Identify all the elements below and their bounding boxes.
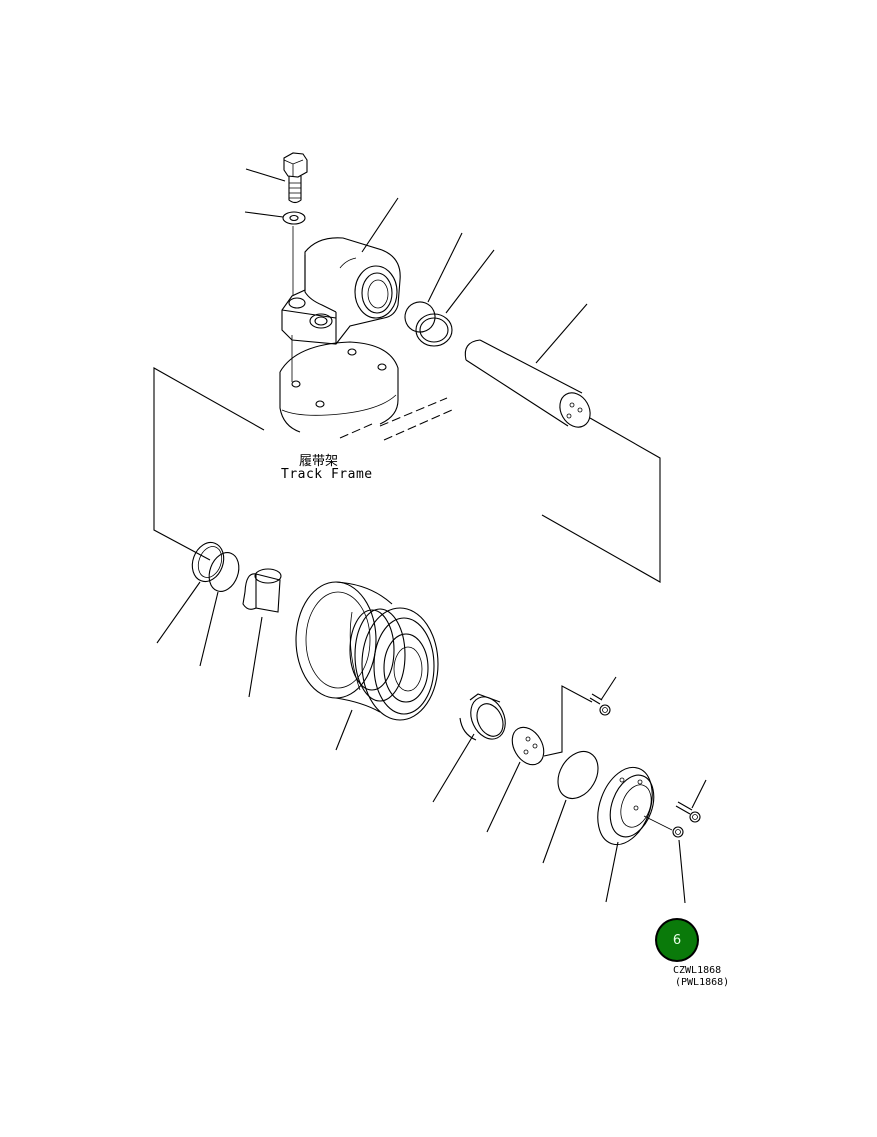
track-roller bbox=[295, 581, 439, 721]
leader-upper-ring-b bbox=[445, 249, 495, 314]
leader-o-ring bbox=[542, 799, 567, 864]
drawing-code: CZWL1868 bbox=[673, 965, 722, 976]
page-number-text: 6 bbox=[672, 932, 682, 948]
roller-shaft bbox=[464, 339, 591, 428]
leader-cover-bolt-lower bbox=[678, 839, 686, 904]
bushing bbox=[242, 568, 282, 613]
roller-bracket bbox=[281, 237, 401, 345]
leader-bolt bbox=[245, 168, 286, 182]
guide-cover-bolt-lower bbox=[643, 815, 673, 831]
page-number-badge[interactable]: 6 bbox=[657, 920, 697, 960]
track-frame-label-cn: 履带架 bbox=[299, 454, 339, 469]
leader-bushing bbox=[248, 616, 263, 698]
leader-collar bbox=[432, 733, 475, 803]
guide-right bbox=[541, 417, 661, 583]
leader-shaft bbox=[535, 303, 588, 364]
collar bbox=[459, 693, 506, 741]
leader-roller bbox=[335, 709, 353, 751]
leader-plate bbox=[486, 761, 521, 833]
leader-washer bbox=[244, 211, 284, 218]
thrust-plate bbox=[511, 726, 545, 766]
leader-bracket bbox=[361, 197, 399, 253]
leader-cover-bolt-upper bbox=[691, 779, 707, 809]
track-frame-label-en: Track Frame bbox=[281, 467, 373, 482]
track-frame-pad bbox=[279, 341, 399, 433]
leader-end-cover bbox=[605, 841, 619, 903]
plate-bolt bbox=[589, 693, 611, 716]
leader-lower-ring-a bbox=[156, 581, 201, 644]
cover-bolt-upper bbox=[675, 801, 701, 823]
o-ring bbox=[557, 751, 599, 799]
drawing-code-alt: (PWL1868) bbox=[675, 977, 730, 988]
mounting-bolt bbox=[283, 152, 308, 204]
end-cover bbox=[597, 766, 655, 846]
leader-plate-bolt bbox=[600, 676, 617, 701]
upper-snap-rings bbox=[404, 301, 453, 347]
washer bbox=[282, 211, 306, 225]
guide-left bbox=[153, 367, 265, 561]
frame-dashed-lines bbox=[339, 397, 453, 441]
lower-snap-rings bbox=[191, 541, 240, 592]
guide-plate-bolt bbox=[543, 685, 593, 757]
cover-bolt-lower bbox=[672, 826, 684, 838]
leader-upper-ring-a bbox=[427, 232, 463, 303]
leader-lower-ring-b bbox=[199, 591, 219, 667]
